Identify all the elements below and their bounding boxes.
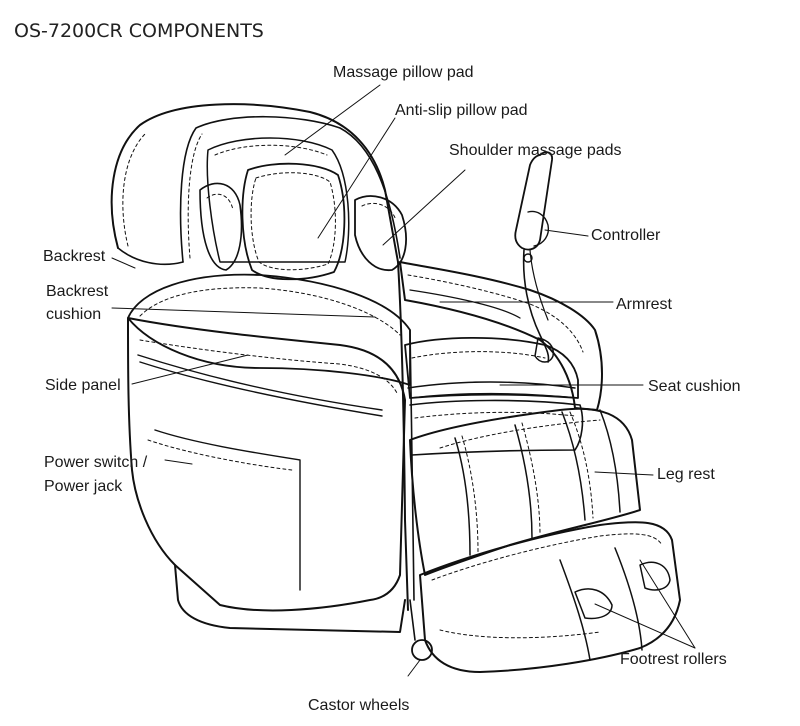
label-shoulder-massage-pads: Shoulder massage pads: [449, 142, 622, 159]
label-controller: Controller: [591, 227, 661, 244]
label-side-panel: Side panel: [45, 377, 121, 394]
label-backrest-cushion-line1: Backrest: [46, 283, 109, 300]
seat-cushion: [404, 336, 579, 399]
footrest-roller-left: [574, 588, 613, 620]
armrest: [399, 261, 603, 411]
label-power-jack: Power jack: [44, 478, 123, 495]
footrest: [419, 521, 681, 673]
label-leg-rest: Leg rest: [657, 466, 715, 483]
leg-rest: [409, 407, 641, 576]
backrest-hood-inner: [179, 115, 401, 263]
leader-lines: [111, 84, 696, 677]
label-castor-wheels: Castor wheels: [308, 697, 410, 714]
diagram-title: OS-7200CR COMPONENTS: [14, 20, 264, 42]
massage-pillow-pad: [241, 162, 346, 281]
shoulder-massage-pad-right: [354, 195, 407, 271]
backrest-hood-outline: [110, 103, 399, 263]
label-seat-cushion: Seat cushion: [648, 378, 741, 395]
label-backrest-cushion-line2: cushion: [46, 306, 102, 323]
controller-cable: [522, 249, 550, 363]
side-panel: [127, 317, 406, 612]
backrest-cushion: [127, 273, 411, 386]
label-backrest: Backrest: [43, 248, 106, 265]
chair-base: [174, 564, 406, 633]
footrest-roller-right: [639, 561, 671, 591]
castor-wheel: [411, 639, 433, 661]
label-power-switch: Power switch /: [44, 454, 148, 471]
controller: [514, 151, 553, 251]
anti-slip-pillow-pad-left: [199, 182, 243, 271]
label-armrest: Armrest: [616, 296, 672, 313]
label-anti-slip-pillow-pad: Anti-slip pillow pad: [395, 102, 528, 119]
label-footrest-rollers: Footrest rollers: [620, 651, 727, 668]
head-frame: [206, 137, 350, 263]
label-massage-pillow-pad: Massage pillow pad: [333, 64, 474, 81]
